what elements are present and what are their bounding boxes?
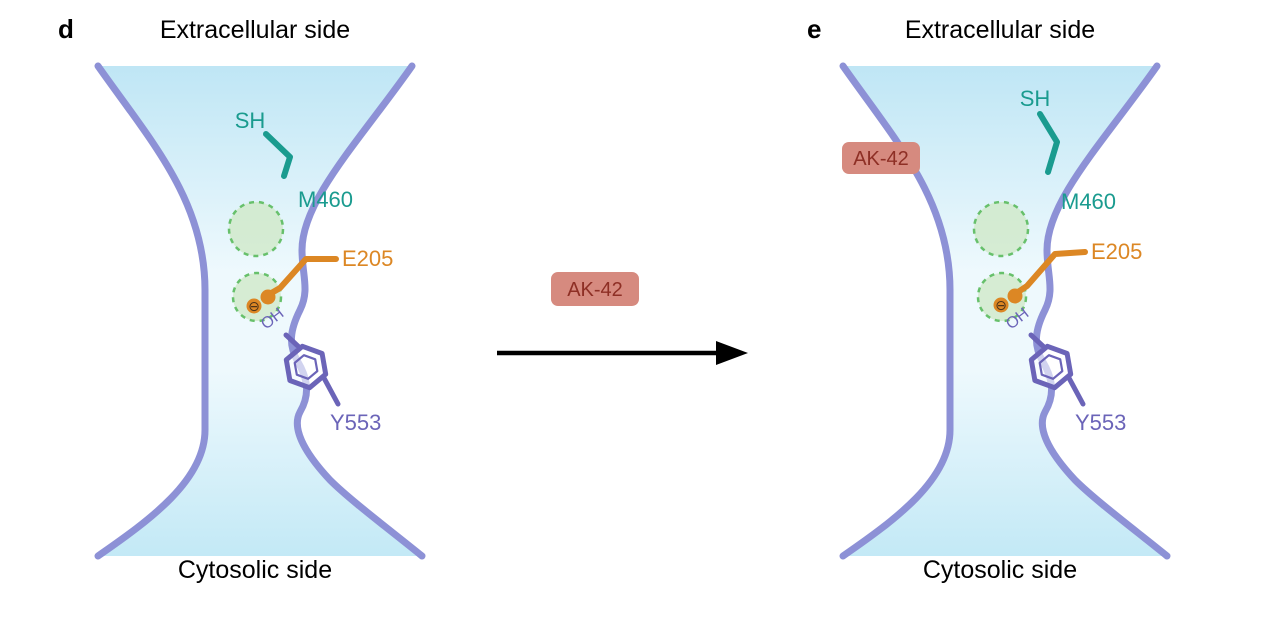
tyrosine-bond — [321, 375, 341, 407]
panel-d: d Extracellular side Cytosolic side SH M… — [58, 14, 422, 584]
tyrosine-label: Y553 — [1075, 410, 1126, 435]
extracellular-label: Extracellular side — [160, 16, 350, 44]
methionine-bond — [263, 131, 293, 179]
inhibitor-label: AK-42 — [853, 148, 909, 170]
tyrosine-label: Y553 — [330, 410, 381, 435]
carboxylate-oxygen-1 — [260, 289, 276, 305]
panel-d-letter: d — [58, 14, 74, 44]
tyrosine-ring-outer — [283, 343, 329, 391]
tyrosine-ring-inner — [1038, 354, 1064, 380]
cytosolic-label: Cytosolic side — [923, 556, 1077, 584]
tyrosine-ring-outer — [1028, 343, 1074, 391]
panel-e-letter: e — [807, 14, 821, 44]
methionine-label: M460 — [298, 187, 353, 212]
reaction-arrow-group: AK-42 — [497, 272, 748, 365]
glutamate-sidechain — [265, 256, 339, 298]
reaction-arrow-head — [716, 341, 748, 365]
methionine-bond — [1037, 111, 1060, 175]
tyrosine-bond — [1066, 375, 1086, 407]
tyrosine-oh-bond — [283, 332, 303, 351]
arrow-inhibitor-box — [551, 272, 639, 306]
glutamate-label: E205 — [1091, 239, 1142, 264]
arrow-inhibitor-label: AK-42 — [567, 279, 623, 301]
panel-e: e Extracellular side Cytosolic side AK-4… — [807, 14, 1167, 584]
carboxylate-oxygen-1 — [1007, 288, 1023, 304]
glutamate-label: E205 — [342, 246, 393, 271]
ion-circle-upper — [972, 200, 1030, 258]
glutamate-sidechain — [1012, 249, 1088, 297]
charge-symbol: ⊖ — [995, 297, 1007, 313]
tyrosine-ring-inner — [293, 354, 319, 380]
inhibitor-box — [842, 142, 920, 174]
thiol-label: SH — [235, 108, 266, 133]
extracellular-label: Extracellular side — [905, 16, 1095, 44]
charge-symbol: ⊖ — [248, 298, 260, 314]
ion-circle-upper — [227, 200, 285, 258]
ion-circle-lower — [976, 271, 1028, 323]
thiol-label: SH — [1020, 86, 1051, 111]
methionine-label: M460 — [1061, 189, 1116, 214]
tyrosine-oh-bond — [1028, 332, 1048, 351]
carboxylate-oxygen-2 — [246, 298, 262, 314]
carboxylate-oxygen-2 — [993, 297, 1009, 313]
cytosolic-label: Cytosolic side — [178, 556, 332, 584]
ion-circle-lower — [231, 271, 283, 323]
